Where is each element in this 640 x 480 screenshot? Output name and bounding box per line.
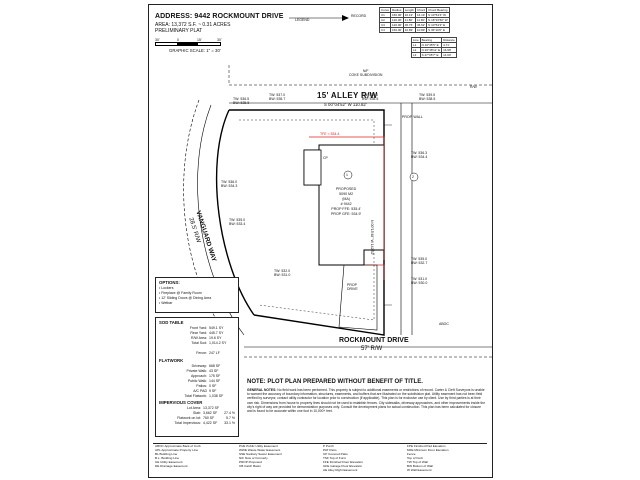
tw-bw-7: TW: 535.0 BW: 533.4 xyxy=(229,218,246,226)
line-header: Line xyxy=(411,37,421,43)
tw-bw-5: TW: 536.3 BW: 534.4 xyxy=(411,151,428,159)
options-box: OPTIONS: • Lockers • Fireplace @ Family … xyxy=(155,277,239,313)
table-cell: 16.19' xyxy=(414,12,428,18)
table-cell: C4 xyxy=(378,27,392,33)
graphic-scale: 30' 0 15' 30' xyxy=(155,38,225,46)
north-indicator: LEGEND RECORD xyxy=(287,11,377,23)
table-cell: 14.60' xyxy=(441,52,457,58)
cp-label: CP xyxy=(323,156,328,160)
drive-label: PROP DRIVE xyxy=(347,283,358,291)
legend-entry: N/F Now or Formerly xyxy=(239,456,268,460)
legend-entry: FPE Finished Pad Elevation xyxy=(407,444,446,448)
table-cell: L3 xyxy=(411,52,421,58)
legend-entry: B.L. Building Line xyxy=(155,456,180,460)
legend-entry: BL Building Line xyxy=(155,452,178,456)
table-cell: 10.89' xyxy=(402,27,416,33)
legend-entry: UE Utility Easement xyxy=(155,460,183,464)
legend-entry: DE Drainage Easement xyxy=(155,464,188,468)
tfe-label: TFE = 534.4 xyxy=(320,132,340,136)
scale-label: GRAPHIC SCALE: 1" = 30' xyxy=(169,48,221,53)
legend-entry: PUE Public Utility Easement xyxy=(239,444,278,448)
legend-entry: CP Covered Patio xyxy=(323,452,348,456)
table-cell: N 10°54'4" W xyxy=(426,12,450,18)
table-cell: N 18°16'50" W xyxy=(426,17,450,23)
general-notes: GENERAL NOTES: No field work has been pe… xyxy=(247,388,486,414)
table-cell: 120.00' xyxy=(390,17,404,23)
prop-wall-label: PROP. WALL xyxy=(402,115,423,119)
legend-entry: MFE Minimum Floor Elevation xyxy=(407,448,449,452)
curve-header: Chord xyxy=(414,7,428,13)
site-plan-drawing xyxy=(183,65,492,358)
lot-number: 1 xyxy=(346,173,348,177)
rockmount-rw-label: 57' R/W xyxy=(361,346,383,352)
legend-entry: GFE Garage Floor Elevation xyxy=(323,464,363,468)
lot2-number: 2 xyxy=(412,175,414,179)
plot-plan-sheet: ADDRESS: 9442 ROCKMOUNT DRIVE AREA: 13,3… xyxy=(148,4,493,478)
legend-entry: PAT Patio xyxy=(323,448,337,452)
table-cell: 150.00' xyxy=(390,27,404,33)
legend-entry: P Porch xyxy=(323,444,334,448)
alley-label: 15' ALLEY R/W xyxy=(317,91,378,100)
legend-entry: PROP Proposed xyxy=(239,460,262,464)
table-cell: S 47°35'7" E xyxy=(419,52,443,58)
curve-header: Chord Bearing xyxy=(426,7,450,13)
tw-bw-4: TW: 539.5 BW: 538.5 xyxy=(419,93,436,101)
tw-bw-9: TW: 532.0 BW: 531.0 xyxy=(274,269,291,277)
table-cell: 10.89' xyxy=(414,27,428,33)
table-cell: 36.62' xyxy=(414,22,428,28)
table-cell: N 20°38'11" E xyxy=(419,47,443,53)
legend-entry: Top of Curb xyxy=(407,456,423,460)
legend-entry: AE Alley Right Easement xyxy=(323,468,358,472)
legend-entry: WWE Waste Water Easement xyxy=(239,448,281,452)
legend-entry: W Wall Easement xyxy=(407,468,432,472)
tw-bw-10: TW: 531.0 BW: 530.0 xyxy=(411,277,428,285)
curve-header: Radius xyxy=(390,7,404,13)
legend-entry: TW Top of Wall xyxy=(407,460,428,464)
tw-bw-6: TW: 536.0 BW: 534.3 xyxy=(221,180,238,188)
rockmount-drive-label: ROCKMOUNT DRIVE xyxy=(339,337,409,344)
table-cell: S 36°10'0" E xyxy=(426,27,450,33)
tw-bw-3: TW: 536.0 BW: 535.5 xyxy=(362,93,379,101)
legend-entry: FFE Finished Floor Elevation xyxy=(323,460,363,464)
tw-bw-2: TW: 537.0 BW: 535.7 xyxy=(269,93,286,101)
line-header: Distance xyxy=(441,37,457,43)
north-arrow-icon xyxy=(289,15,349,21)
legend-entry: SSE Sanitary Sewer Easement xyxy=(239,452,282,456)
legend-entry: ABOC Approximate Back of Curb xyxy=(155,444,201,448)
legend-entry: BW Bottom of Wall xyxy=(407,464,433,468)
curve-header: Length xyxy=(402,7,416,13)
area-text: AREA: 13,372 S.F. ~ 0.31 ACRES xyxy=(155,22,231,28)
bearing-right-label: N 00°15'48" W 142.52' xyxy=(370,220,374,256)
tw-bw-8: TW: 535.0 BW: 532.7 xyxy=(411,257,428,265)
table-cell: 150.00' xyxy=(390,12,404,18)
subdivision-label: N/F COKE SUBDIVISION xyxy=(349,69,383,77)
legend-entry: CB Catch Basin xyxy=(239,464,261,468)
legend-entry: Fence xyxy=(407,452,416,456)
curve-header: Curve xyxy=(378,7,392,13)
note-title: NOTE: PLOT PLAN PREPARED WITHOUT BENEFIT… xyxy=(247,379,423,385)
legend-entry: APL Approximate Property Line xyxy=(155,448,199,452)
table-cell: 120.00' xyxy=(390,22,404,28)
plat-text: PRELIMINARY PLAT xyxy=(155,28,203,34)
address-title: ADDRESS: 9442 ROCKMOUNT DRIVE xyxy=(155,13,284,20)
rw-label: R/W xyxy=(470,85,477,89)
legend-entry: TSF Top of Form xyxy=(323,456,347,460)
bearing-top-label: S 00°04'52" W 110.82' xyxy=(324,102,367,107)
table-cell: 11.80' xyxy=(414,17,428,23)
table-cell: N 10°35'5" E xyxy=(419,42,443,48)
abdc-label: ABOC xyxy=(439,322,449,326)
tw-bw-1: TW: 536.5 BW: 535.5 xyxy=(233,97,250,105)
house-label: PROPOSED 5090 M2 (MA) # 9442 PROP FFE: 5… xyxy=(331,187,362,216)
